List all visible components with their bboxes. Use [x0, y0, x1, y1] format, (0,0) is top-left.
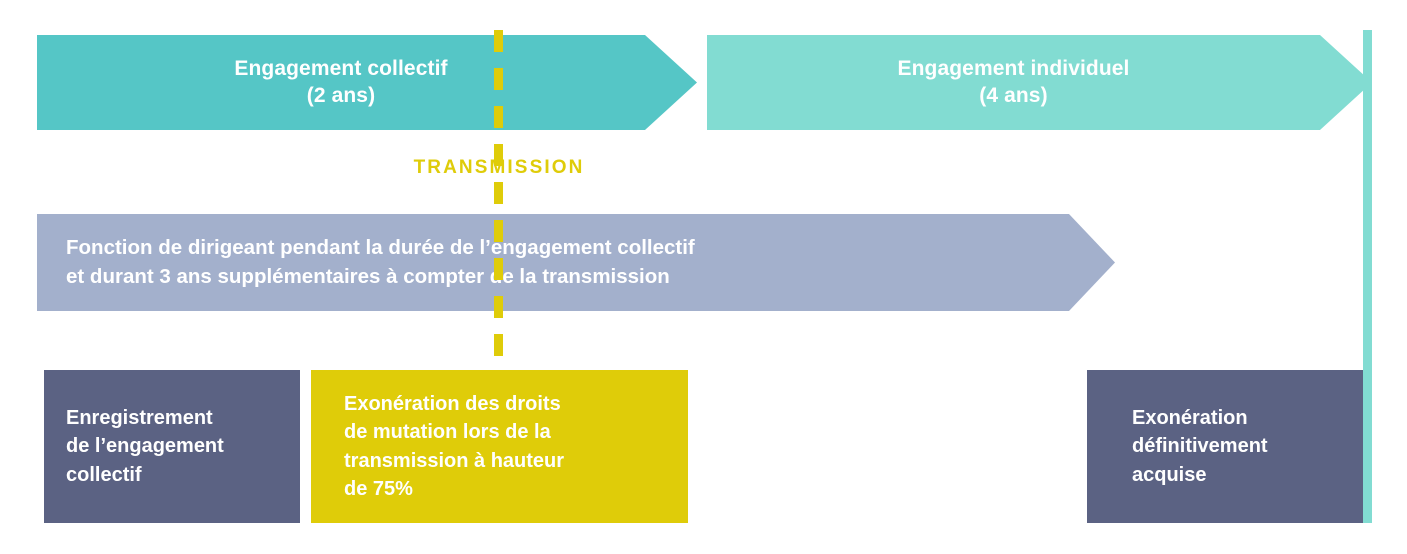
arrow-label-fonction-dirigeant: Fonction de dirigeant pendant la durée d… [66, 236, 695, 288]
arrow-shape-engagement-collectif [37, 35, 697, 130]
transmission-label: TRANSMISSION [413, 157, 585, 178]
box-exoneration-droits-mutation: Exonération des droits de mutation lors … [311, 370, 688, 523]
transmission-dashed-line [494, 30, 503, 430]
arrow-engagement-individuel: Engagement individuel (4 ans) [707, 35, 1372, 130]
arrow-fonction-dirigeant: Fonction de dirigeant pendant la durée d… [37, 214, 1115, 311]
arrow-shape-engagement-individuel [707, 35, 1372, 130]
box-exoneration-definitivement-acquise: Exonération définitivement acquise [1087, 370, 1365, 523]
arrow-label-engagement-collectif: Engagement collectif (2 ans) [234, 57, 448, 107]
timeline-end-bar [1363, 30, 1372, 523]
box-label-exoneration-droits: Exonération des droits de mutation lors … [344, 392, 565, 500]
box-label-enregistrement: Enregistrement de l’engagement collectif [66, 406, 224, 486]
arrow-shape-fonction-dirigeant [37, 214, 1115, 311]
arrow-label-engagement-individuel: Engagement individuel (4 ans) [897, 57, 1130, 107]
arrow-engagement-collectif: Engagement collectif (2 ans) [37, 35, 697, 130]
box-enregistrement-engagement-collectif: Enregistrement de l’engagement collectif [44, 370, 300, 523]
box-label-exoneration-acquise: Exonération définitivement acquise [1132, 406, 1268, 486]
